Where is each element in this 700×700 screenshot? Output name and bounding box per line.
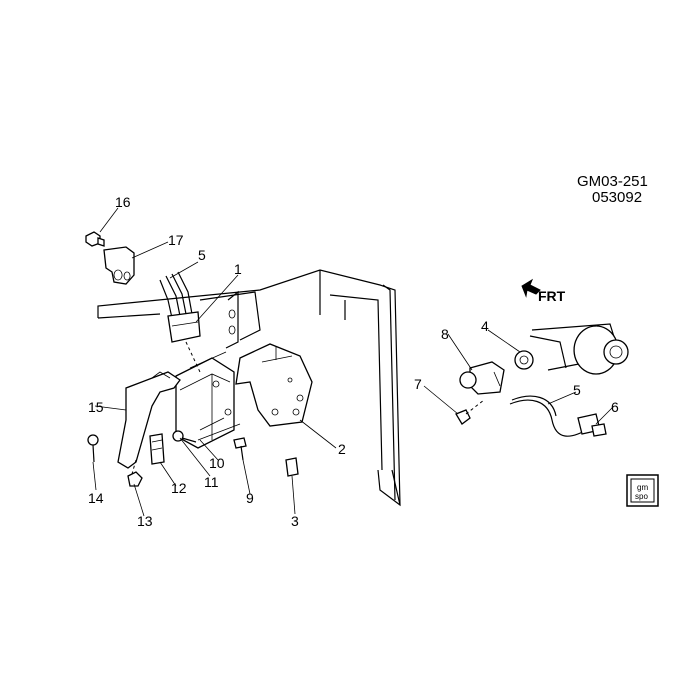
callout-5-upper: 5 — [198, 247, 206, 263]
harness-part-5-lower — [509, 395, 601, 437]
callout-numbers: 1 2 3 4 5 5 6 7 8 9 10 11 12 13 14 15 16… — [88, 194, 619, 529]
callout-15: 15 — [88, 399, 104, 415]
wiring-harness-upper — [159, 271, 201, 343]
callout-16: 16 — [115, 194, 131, 210]
connector-part-6 — [591, 423, 607, 437]
body-panel-outline — [97, 269, 401, 507]
callout-10: 10 — [209, 455, 225, 471]
drawing-code: GM03-251 — [577, 173, 648, 190]
callout-3: 3 — [291, 513, 299, 529]
callout-6: 6 — [611, 399, 619, 415]
gear-part-4 — [514, 350, 534, 370]
bracket-part-17 — [103, 246, 135, 285]
front-direction-label: FRT — [538, 288, 566, 304]
callout-7: 7 — [414, 376, 422, 392]
callout-17: 17 — [168, 232, 184, 248]
callout-14: 14 — [88, 490, 104, 506]
logo-line2: spo — [635, 492, 648, 501]
leader-lines — [92, 207, 615, 517]
callout-5-lower: 5 — [573, 382, 581, 398]
callout-12: 12 — [171, 480, 187, 496]
callout-8: 8 — [441, 326, 449, 342]
callout-4: 4 — [481, 318, 489, 334]
front-direction-arrow: FRT — [521, 278, 566, 304]
gm-spo-logo: gm spo — [626, 474, 659, 507]
bolt-part-7 — [455, 399, 485, 425]
callout-13: 13 — [137, 513, 153, 529]
callout-2: 2 — [338, 441, 346, 457]
bolt-part-14 — [87, 434, 99, 463]
connector-part-12 — [149, 433, 165, 465]
callout-1: 1 — [234, 261, 242, 277]
screw-part-9 — [233, 437, 247, 461]
callout-9: 9 — [246, 490, 254, 506]
drawing-date-code: 053092 — [592, 189, 642, 206]
logo-line1: gm — [637, 483, 648, 492]
bolt-part-16 — [85, 231, 105, 247]
steering-column-housing — [529, 323, 629, 375]
module-part-2 — [235, 343, 313, 427]
clip-part-3 — [285, 457, 299, 477]
switch-body-part-10 — [175, 351, 241, 449]
callout-11: 11 — [204, 474, 219, 490]
assembly-line-2 — [131, 459, 137, 475]
mounting-bracket-part-15 — [117, 371, 181, 469]
sensor-part-8 — [459, 361, 505, 395]
nut-part-13 — [127, 471, 143, 487]
